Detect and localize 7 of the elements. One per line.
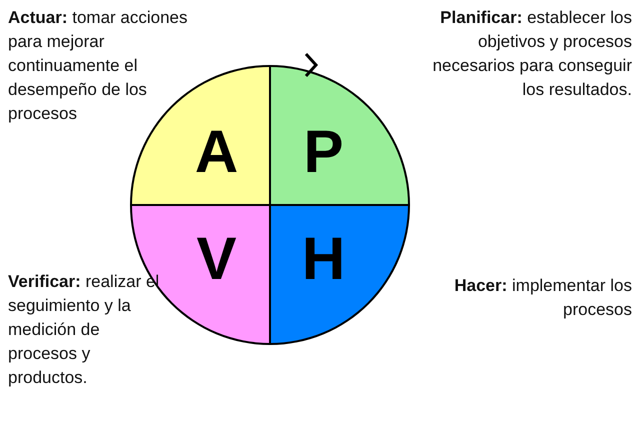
- quadrant-letter: A: [194, 117, 238, 186]
- quadrant-letter: H: [302, 224, 346, 293]
- quadrant-letter: P: [303, 117, 344, 186]
- quadrant-letter: V: [196, 224, 237, 293]
- description-text: Hacer: implementar los procesos: [453, 275, 632, 321]
- description-text: Planificar: establecer los objetivos y procesos necesarios para conseguir los resultados.: [432, 7, 632, 101]
- description-text: Actuar: tomar acciones para mejorar continuamente el desempeño de los procesos: [8, 7, 189, 125]
